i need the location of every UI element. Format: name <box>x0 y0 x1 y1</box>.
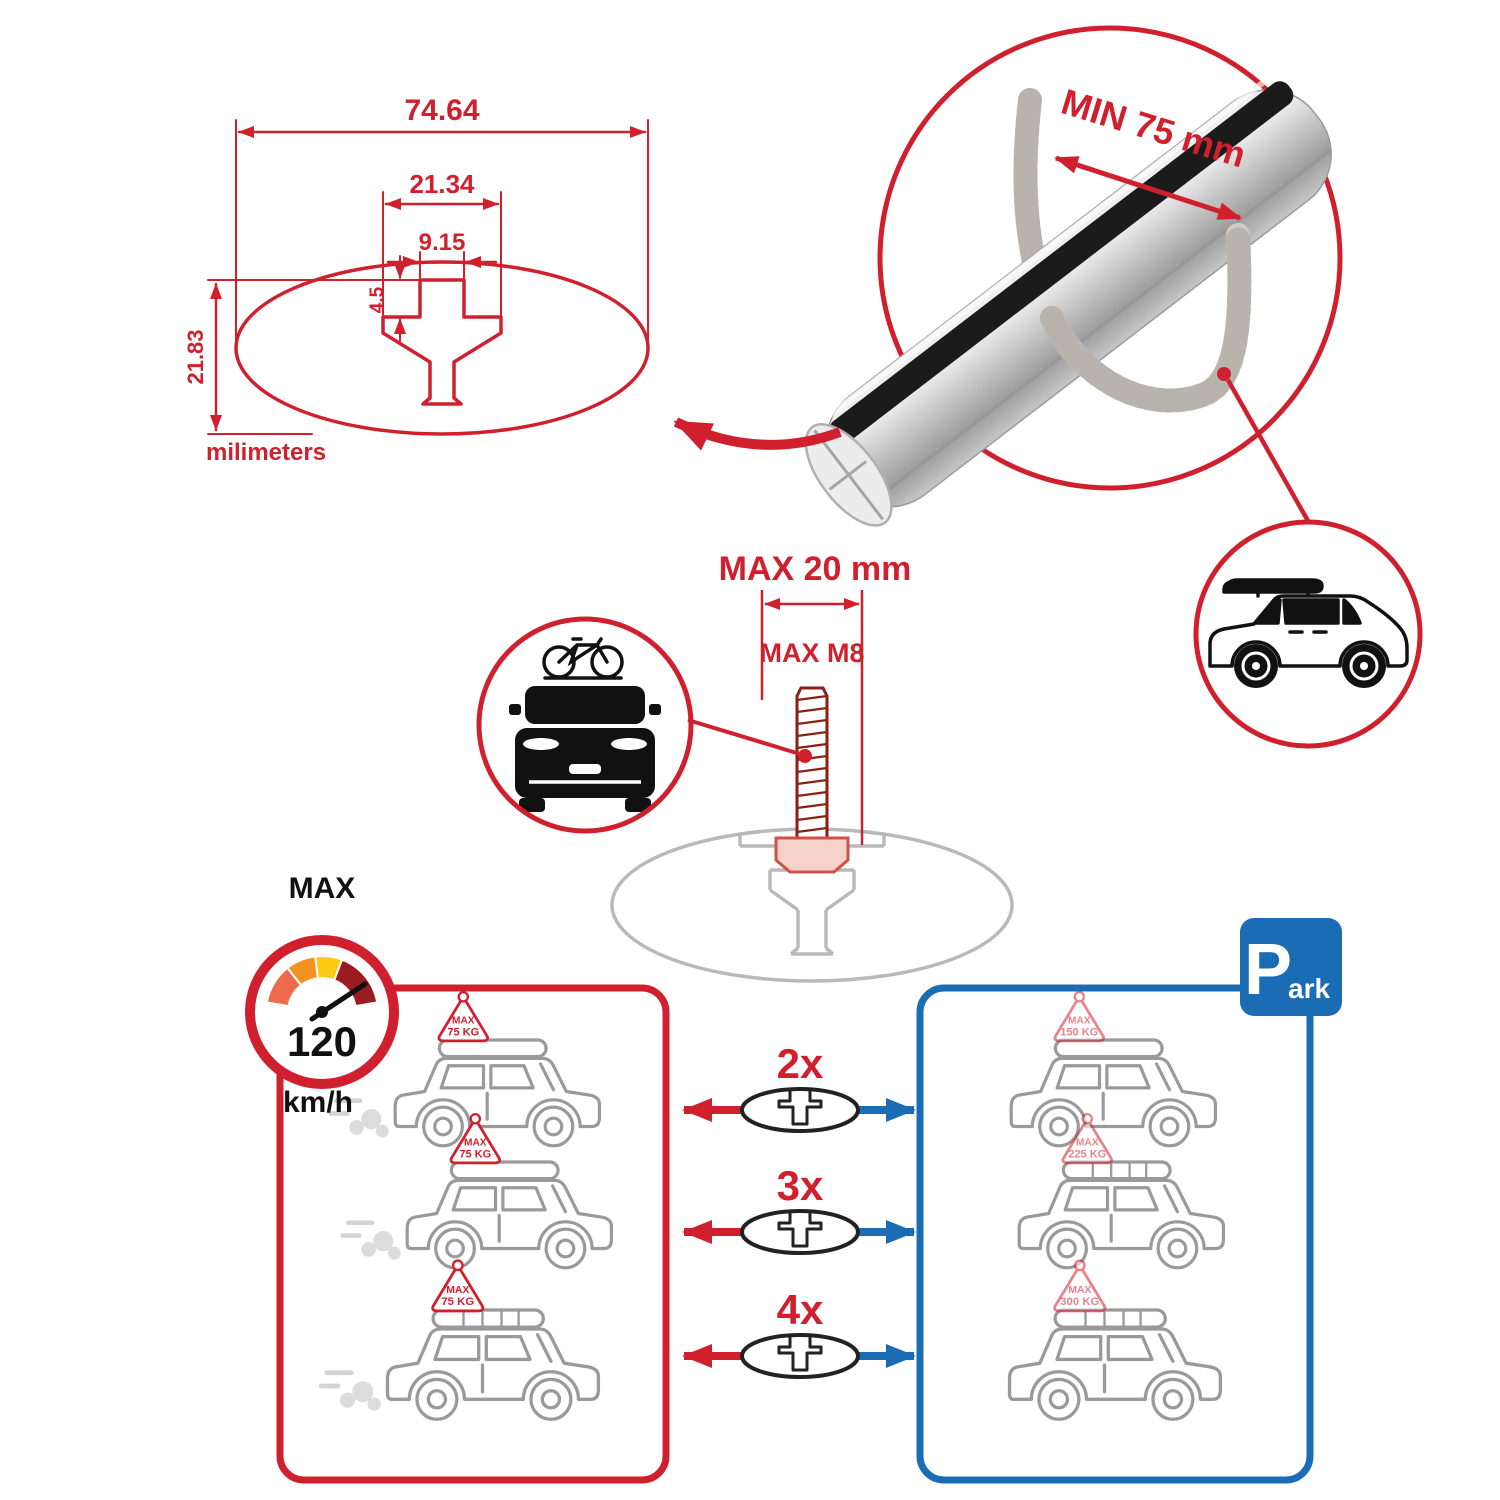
tag-weight: 150 KG <box>1060 1026 1098 1038</box>
t-slot-channel-shape <box>381 278 503 406</box>
roofbox-car-detail <box>1193 519 1423 749</box>
crossbar-section-icon <box>740 1333 860 1379</box>
car-front-bike-detail <box>476 616 812 834</box>
dim-slot-outer <box>382 191 502 316</box>
bicycle-icon <box>542 637 624 680</box>
parking-panel <box>916 984 1314 1484</box>
tag-max: MAX <box>452 1015 475 1026</box>
dim-lip <box>389 255 421 342</box>
crossbar-section-icon <box>740 1209 860 1255</box>
cross-section-diagram: 74.64 21.34 9.15 4.5 21.83 milimeters <box>183 94 650 466</box>
load-tag: MAX 75 KG <box>437 991 489 1043</box>
tag-weight: 225 KG <box>1068 1148 1106 1160</box>
gauge-needle <box>309 981 368 1022</box>
roof-basket-slats-icon <box>1091 1162 1148 1178</box>
parking-car-row-2: MAX 225 KG <box>1017 1113 1226 1270</box>
count-row-3: 4x <box>682 1286 916 1379</box>
strap-front-icon <box>1040 223 1252 413</box>
parking-sign: P ark <box>1240 918 1342 1016</box>
tag-max: MAX <box>464 1137 487 1148</box>
driving-car-row-1: MAX 75 KG <box>328 991 602 1148</box>
headlight-icon <box>523 738 559 750</box>
dim-slot-inner-label: 9.15 <box>419 229 466 256</box>
load-tag: MAX 150 KG <box>1053 991 1105 1043</box>
headlight-icon <box>611 738 647 750</box>
tag-max: MAX <box>1068 1015 1091 1026</box>
parking-car-row-1: MAX 150 KG <box>1009 991 1218 1148</box>
speed-value: 120 <box>287 1018 357 1065</box>
parking-car-row-3: MAX 300 KG <box>1007 1259 1223 1421</box>
load-tag: MAX 75 KG <box>449 1113 501 1165</box>
tag-weight: 75 KG <box>459 1148 491 1160</box>
count-row-1: 2x <box>682 1040 916 1133</box>
parking-letter: P <box>1244 930 1292 1010</box>
driving-panel <box>276 984 670 1484</box>
callout-dot <box>798 749 812 763</box>
tag-max: MAX <box>1068 1285 1091 1296</box>
callout-leader-line <box>1226 378 1314 530</box>
count-row-2: 3x <box>682 1162 916 1255</box>
crossbar-profile-ellipse <box>234 260 650 436</box>
detail-circle <box>476 616 694 834</box>
load-tag: MAX 75 KG <box>431 1259 485 1313</box>
tag-weight: 300 KG <box>1060 1296 1099 1308</box>
speed-units: km/h <box>283 1086 353 1119</box>
tag-max: MAX <box>1076 1137 1099 1148</box>
roof-box-icon <box>1222 578 1324 594</box>
bolt-thread-label: MAX M8 <box>759 638 864 668</box>
crossbar-count-rows: 2x 3x 4x <box>682 1040 916 1379</box>
dim-total-width <box>235 119 649 346</box>
crossbar-section-icon <box>740 1087 860 1133</box>
driving-car-row-3: MAX 75 KG <box>318 1259 601 1421</box>
roof-basket-slats-icon <box>1084 1310 1142 1327</box>
dim-slot-outer-label: 21.34 <box>409 169 475 199</box>
dim-total-height <box>207 279 419 435</box>
speed-limit-gauge: MAX 120 km/h <box>245 872 399 1119</box>
bolt-dim-lines <box>760 590 864 845</box>
dim-total-width-label: 74.64 <box>404 94 479 127</box>
count-label: 3x <box>777 1162 824 1209</box>
callout-dot <box>1217 367 1231 381</box>
parking-rest: ark <box>1288 973 1330 1004</box>
units-label: milimeters <box>206 439 326 466</box>
tag-max: MAX <box>446 1285 469 1296</box>
bolt-spec: MAX 20 mm MAX M8 <box>476 550 1014 983</box>
bolt-icon <box>774 686 850 874</box>
smoke-puffs-icon <box>340 1220 401 1260</box>
tag-weight: 75 KG <box>447 1026 479 1038</box>
car-front-icon <box>509 637 661 812</box>
load-tag: MAX 300 KG <box>1053 1259 1107 1313</box>
smoke-puffs-icon <box>328 1098 389 1138</box>
zoom-arrow <box>673 417 842 451</box>
t-nut-head-icon <box>774 836 850 874</box>
count-label: 2x <box>777 1040 824 1087</box>
tag-weight: 75 KG <box>441 1296 474 1308</box>
speed-max-label: MAX <box>289 872 356 905</box>
bolt-length-label: MAX 20 mm <box>719 550 912 588</box>
suv-side-icon <box>1208 578 1409 688</box>
smoke-puffs-icon <box>318 1370 381 1411</box>
roof-basket-slats-icon <box>462 1310 520 1327</box>
count-label: 4x <box>777 1286 824 1333</box>
load-tag: MAX 225 KG <box>1061 1113 1113 1165</box>
clearance-arrow <box>1054 155 1242 221</box>
dim-lip-label: 4.5 <box>367 286 388 313</box>
callout-leader-line <box>687 718 801 756</box>
dim-total-height-label: 21.83 <box>183 329 208 384</box>
dim-slot-inner <box>386 251 498 279</box>
driving-car-row-2: MAX 75 KG <box>340 1113 614 1270</box>
gauge-arc-segments <box>265 954 379 1008</box>
bar-magnifier: MIN 75 mm <box>804 25 1423 749</box>
